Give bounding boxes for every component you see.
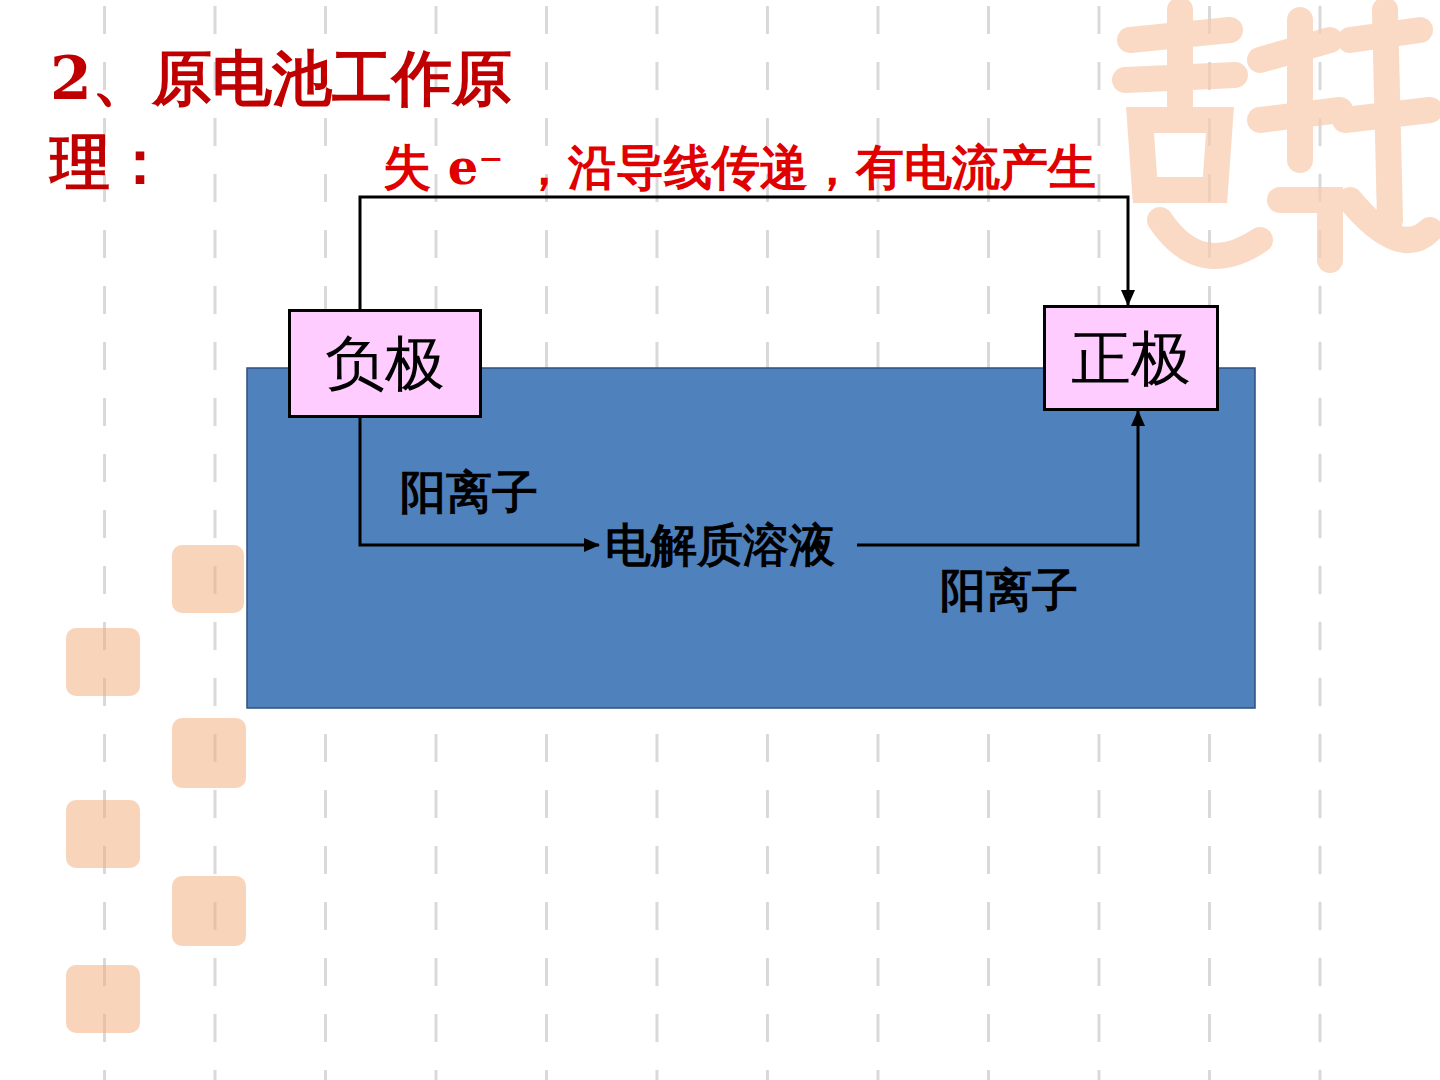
electrolyte-band (247, 368, 1255, 708)
node-text: 电解质溶液 (605, 519, 835, 572)
calligraphy-watermark (1125, 10, 1430, 260)
connector (360, 197, 1128, 309)
electrode-box: 负极 (288, 309, 482, 418)
seal-watermarks (66, 545, 246, 1033)
dashed-grid (95, 0, 1345, 1080)
node-text: 负极 (325, 329, 445, 398)
ion-label: 阳离子 (940, 560, 1078, 622)
node-text: 正极 (1071, 324, 1191, 393)
electrolyte-label-box: 电解质溶液 (601, 517, 839, 574)
ion-label: 阳离子 (400, 462, 538, 524)
connector (360, 418, 599, 545)
wire-annotation: 失 e⁻ ，沿导线传递，有电流产生 (383, 136, 1096, 200)
connector (857, 411, 1138, 545)
electrode-box: 正极 (1043, 305, 1219, 411)
